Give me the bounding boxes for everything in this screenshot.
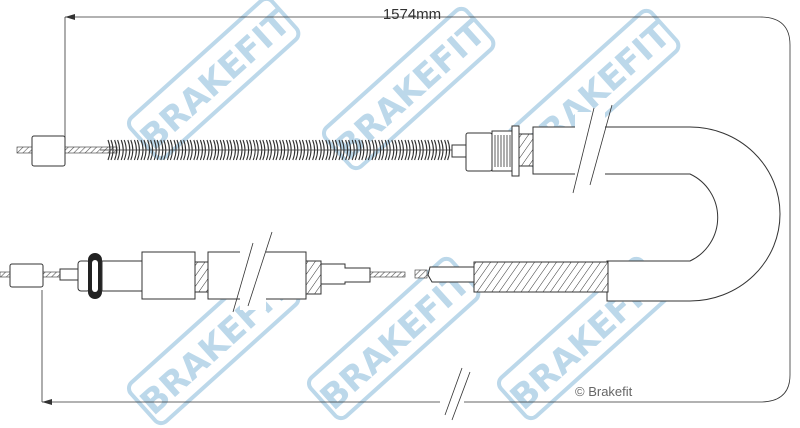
dimension-lines xyxy=(41,14,791,421)
length-dimension-label: 1574mm xyxy=(383,6,441,23)
spring-coil xyxy=(100,139,455,161)
brakefit-watermark: BRAKEFIT xyxy=(126,0,301,161)
arrow-head-icon xyxy=(42,399,52,405)
upper-cable-end xyxy=(16,125,534,177)
svg-text:BRAKEFIT: BRAKEFIT xyxy=(133,3,299,158)
copyright-label: © Brakefit xyxy=(575,384,633,399)
arrow-head-icon xyxy=(65,14,75,20)
lower-cable-end xyxy=(0,231,406,313)
